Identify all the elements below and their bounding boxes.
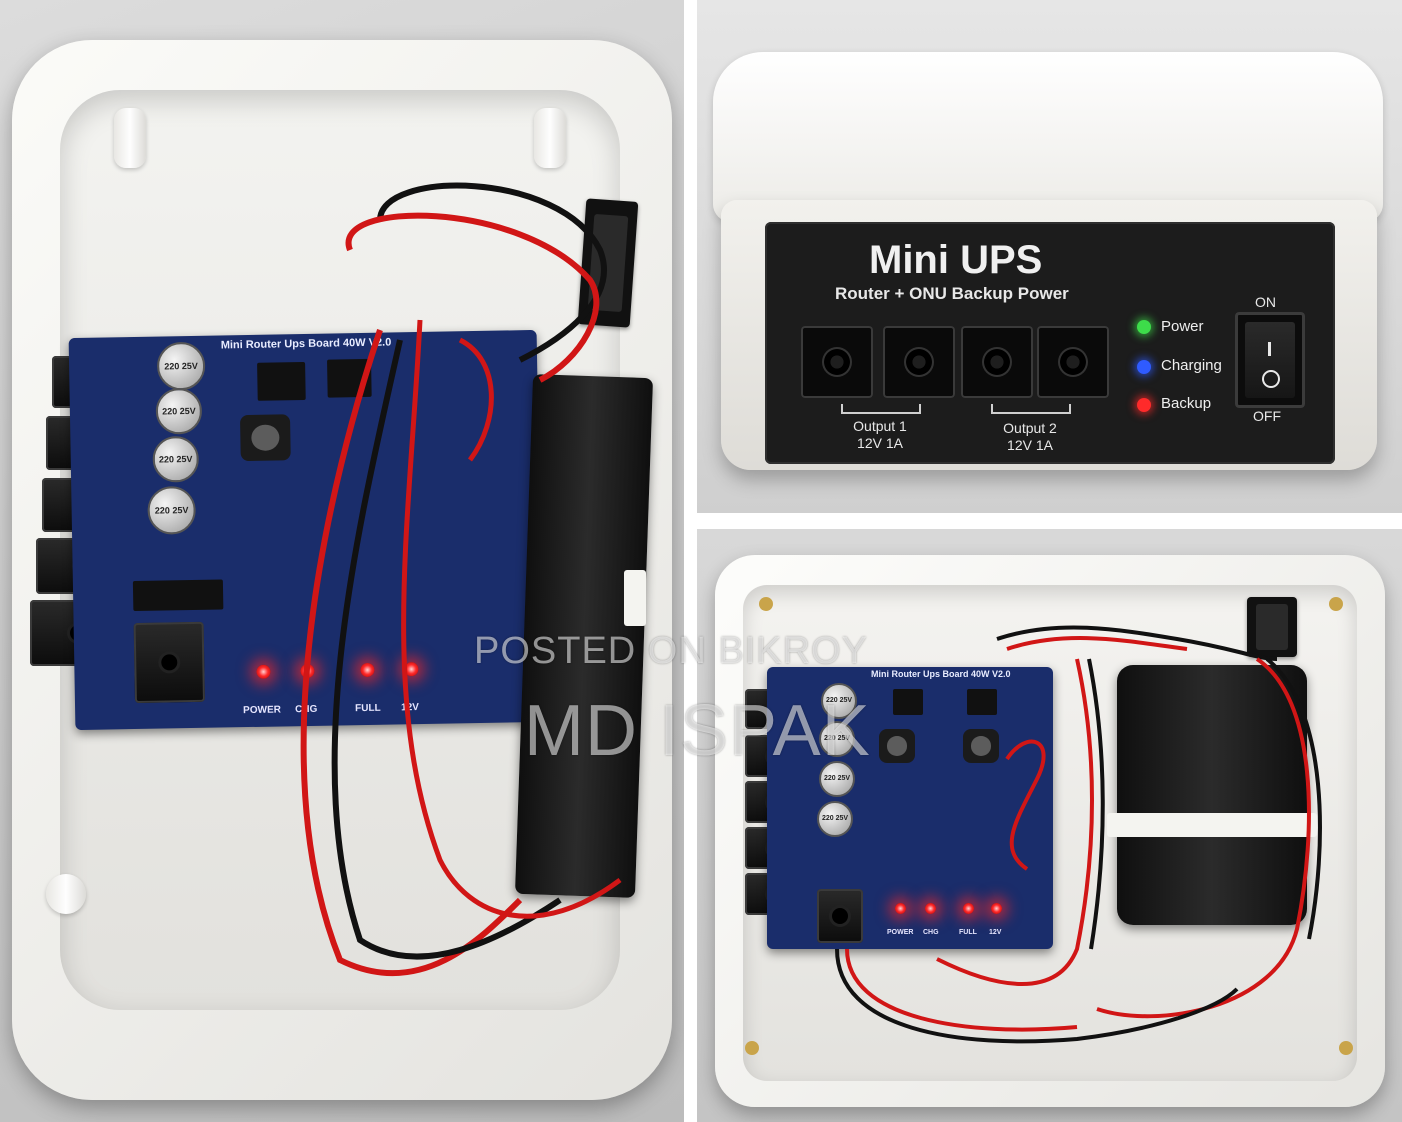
product-title: Mini UPS (869, 238, 1043, 282)
capacitor: 220 25V (155, 387, 203, 435)
photo-open-enclosure-top-view: Mini Router Ups Board 40W V2.0 220 25V 2… (0, 0, 684, 1122)
output-jack (883, 326, 955, 398)
inductor (879, 729, 915, 763)
led-label: FULL (959, 929, 977, 936)
capacitor: 220 25V (817, 801, 853, 837)
output-jack (801, 326, 873, 398)
brass-insert (759, 597, 773, 611)
led-12v (991, 903, 1002, 914)
power-switch (1235, 312, 1305, 408)
brass-insert (1339, 1041, 1353, 1055)
board-title: Mini Router Ups Board 40W V2.0 (220, 336, 392, 352)
dc-input-jack (817, 889, 863, 943)
front-panel: Mini UPS Router + ONU Backup Power Outpu… (765, 222, 1335, 464)
photo-closed-ups-front-view: Mini UPS Router + ONU Backup Power Outpu… (697, 0, 1402, 513)
smd-components (132, 579, 224, 612)
cable-tie (1107, 813, 1317, 837)
capacitor: 220 25V (152, 435, 200, 483)
battery-pack (1117, 665, 1307, 925)
cable-tie (624, 570, 646, 626)
capacitor: 220 25V (819, 761, 855, 797)
led-label: 12V (401, 702, 420, 714)
led-full (963, 903, 974, 914)
ic-chip (967, 689, 997, 715)
backup-indicator-led (1137, 398, 1151, 412)
rocker-switch (1247, 597, 1297, 657)
output-1-label: Output 1 12V 1A (853, 418, 907, 451)
switch-on-label: ON (1255, 294, 1276, 310)
on-symbol-icon (1268, 342, 1271, 356)
brass-insert (1329, 597, 1343, 611)
power-switch-rocker (1245, 322, 1295, 398)
capacitor: 220 25V (819, 721, 855, 757)
charging-indicator-led (1137, 360, 1151, 374)
led-full (360, 662, 375, 678)
board-title: Mini Router Ups Board 40W V2.0 (871, 669, 1011, 679)
output-bracket (991, 404, 1071, 414)
led-power (256, 664, 271, 679)
capacitor: 220 25V (156, 341, 206, 391)
inductor (239, 414, 291, 462)
dc-input-jack (133, 621, 205, 704)
output-bracket (841, 404, 921, 414)
product-subtitle: Router + ONU Backup Power (835, 284, 1069, 303)
rocker-switch (577, 198, 639, 328)
enclosure-lid (713, 52, 1383, 222)
off-symbol-icon (1262, 370, 1280, 388)
power-indicator-led (1137, 320, 1151, 334)
output-jack (961, 326, 1033, 398)
mounting-post (534, 108, 566, 168)
mounting-post (46, 874, 86, 914)
led-chg (300, 663, 315, 679)
led-label: POWER (243, 704, 282, 717)
power-indicator-label: Power (1161, 318, 1204, 335)
capacitor: 220 25V (147, 485, 197, 535)
capacitor: 220 25V (821, 683, 857, 719)
led-label: FULL (355, 702, 381, 715)
charging-indicator-label: Charging (1161, 357, 1222, 374)
ups-circuit-board: Mini Router Ups Board 40W V2.0 220 25V 2… (68, 329, 544, 731)
led-label: CHG (295, 703, 318, 716)
backup-indicator-label: Backup (1161, 395, 1212, 412)
led-label: 12V (989, 929, 1002, 936)
watermark-line-1: POSTED ON BIKROY (474, 630, 868, 672)
led-power (895, 903, 906, 914)
photo-open-enclosure-assembled: Mini Router Ups Board 40W V2.0 220 25V 2… (697, 529, 1402, 1122)
ic-chip (893, 689, 923, 715)
led-chg (925, 903, 936, 914)
mounting-post (114, 108, 146, 168)
ic-chip (257, 361, 306, 401)
led-12v (404, 662, 419, 677)
watermark-line-2: MD ISPAK (524, 691, 871, 771)
output-jack (1037, 326, 1109, 398)
inductor (963, 729, 999, 763)
switch-off-label: OFF (1253, 408, 1281, 424)
led-label: POWER (887, 929, 914, 936)
output-2-label: Output 2 12V 1A (1003, 420, 1057, 453)
brass-insert (745, 1041, 759, 1055)
led-label: CHG (923, 929, 939, 936)
ic-chip (327, 358, 372, 398)
